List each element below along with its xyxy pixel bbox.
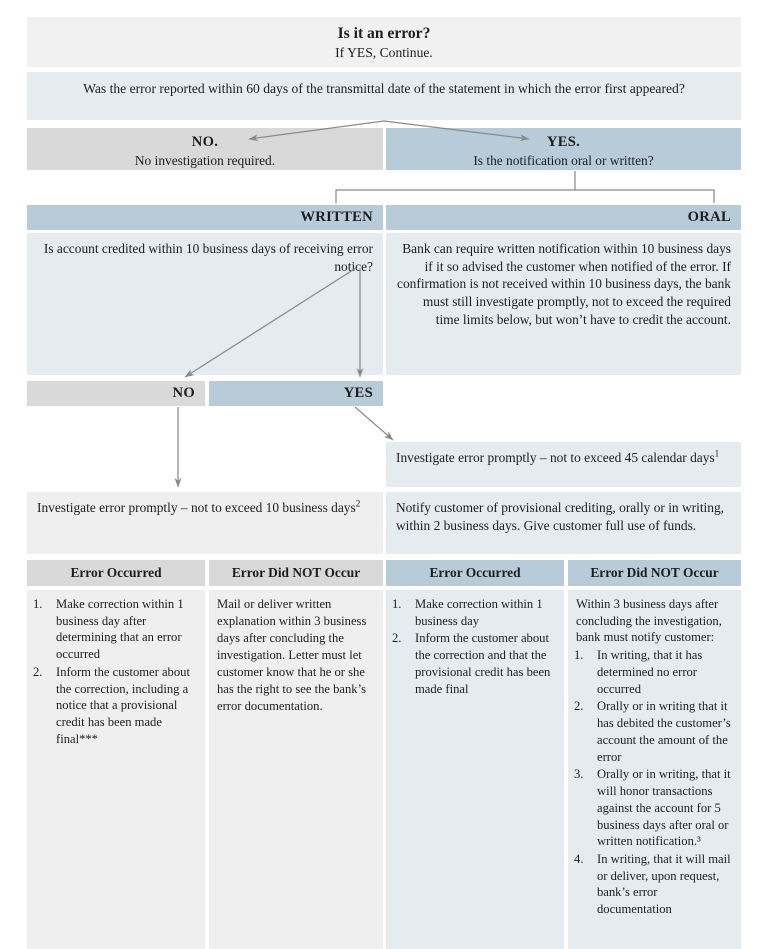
investigate-10-text: Investigate error promptly – not to exce…: [37, 500, 356, 515]
oral-body-text: Bank can require written notification wi…: [397, 241, 731, 327]
list-item: Inform the customer about the correction…: [392, 630, 551, 696]
column-header-1: Error Did NOT Occur: [209, 560, 383, 586]
column-header-label: Error Did NOT Occur: [590, 565, 719, 580]
branch-no-detail: No investigation required.: [134, 153, 276, 169]
notify-provisional-text: Notify customer of provisional crediting…: [396, 500, 725, 533]
oral-body-box: Bank can require written notification wi…: [386, 233, 741, 375]
written-yes-box: YES: [209, 381, 383, 406]
question-60-days-box: Was the error reported within 60 days of…: [27, 72, 741, 120]
oral-header-label: ORAL: [687, 209, 731, 225]
branch-yes-detail: Is the notification oral or written?: [473, 153, 654, 169]
written-no-box: NO: [27, 381, 205, 406]
arrow-yes-to-oral: [575, 189, 715, 203]
written-no-label: NO: [172, 385, 195, 401]
written-body-box: Is account credited within 10 business d…: [27, 233, 383, 375]
written-header-label: WRITTEN: [300, 209, 373, 225]
column-body-3: Within 3 business days after concluding …: [568, 590, 741, 949]
column-3-list: In writing, that it has determined no er…: [572, 647, 733, 918]
column-body-2: Make correction within 1 business day In…: [386, 590, 564, 949]
investigate-45-box: Investigate error promptly – not to exce…: [386, 442, 741, 487]
branch-yes-box: YES. Is the notification oral or written…: [386, 128, 741, 170]
column-body-1: Mail or deliver written explanation with…: [209, 590, 383, 949]
column-header-3: Error Did NOT Occur: [568, 560, 741, 586]
branch-yes-label: YES.: [546, 134, 581, 150]
page-title: Is it an error?: [337, 25, 431, 42]
written-yes-label: YES: [343, 385, 373, 401]
branch-no-box: NO. No investigation required.: [27, 128, 383, 170]
column-0-list: Make correction within 1 business day af…: [31, 596, 197, 748]
list-item: Inform the customer about the correction…: [33, 664, 190, 746]
column-header-label: Error Occurred: [429, 565, 521, 580]
column-header-label: Error Occurred: [70, 565, 162, 580]
investigate-10-box: Investigate error promptly – not to exce…: [27, 492, 383, 554]
list-item: Make correction within 1 business day af…: [33, 596, 184, 662]
written-body-text: Is account credited within 10 business d…: [43, 241, 373, 274]
investigate-45-text: Investigate error promptly – not to exce…: [396, 450, 715, 465]
list-item: In writing, that it will mail or deliver…: [574, 851, 731, 917]
column-header-label: Error Did NOT Occur: [231, 565, 361, 580]
arrow-yes-to-written: [335, 171, 576, 203]
oral-header-box: ORAL: [386, 205, 741, 230]
footnote-marker-1: 1: [714, 448, 720, 459]
question-60-days-text: Was the error reported within 60 days of…: [83, 81, 685, 96]
list-item: Make correction within 1 business day: [392, 596, 543, 628]
arrow-yes-to-investigate-45: [354, 406, 394, 441]
list-item: In writing, that it has determined no er…: [574, 647, 703, 696]
page-subtitle: If YES, Continue.: [335, 45, 433, 61]
column-header-2: Error Occurred: [386, 560, 564, 586]
written-header-box: WRITTEN: [27, 205, 383, 230]
column-3-lead: Within 3 business days after concluding …: [576, 597, 722, 645]
branch-no-label: NO.: [191, 134, 219, 150]
list-item: Orally or in writing that it has debited…: [574, 698, 731, 764]
notify-provisional-box: Notify customer of provisional crediting…: [386, 492, 741, 554]
column-1-paragraph: Mail or deliver written explanation with…: [217, 597, 367, 713]
title-band: Is it an error? If YES, Continue.: [27, 17, 741, 67]
column-body-0: Make correction within 1 business day af…: [27, 590, 205, 949]
footnote-marker-2: 2: [355, 498, 361, 509]
column-header-0: Error Occurred: [27, 560, 205, 586]
column-2-list: Make correction within 1 business day In…: [390, 596, 556, 697]
list-item: Orally or in writing, that it will honor…: [574, 766, 731, 849]
